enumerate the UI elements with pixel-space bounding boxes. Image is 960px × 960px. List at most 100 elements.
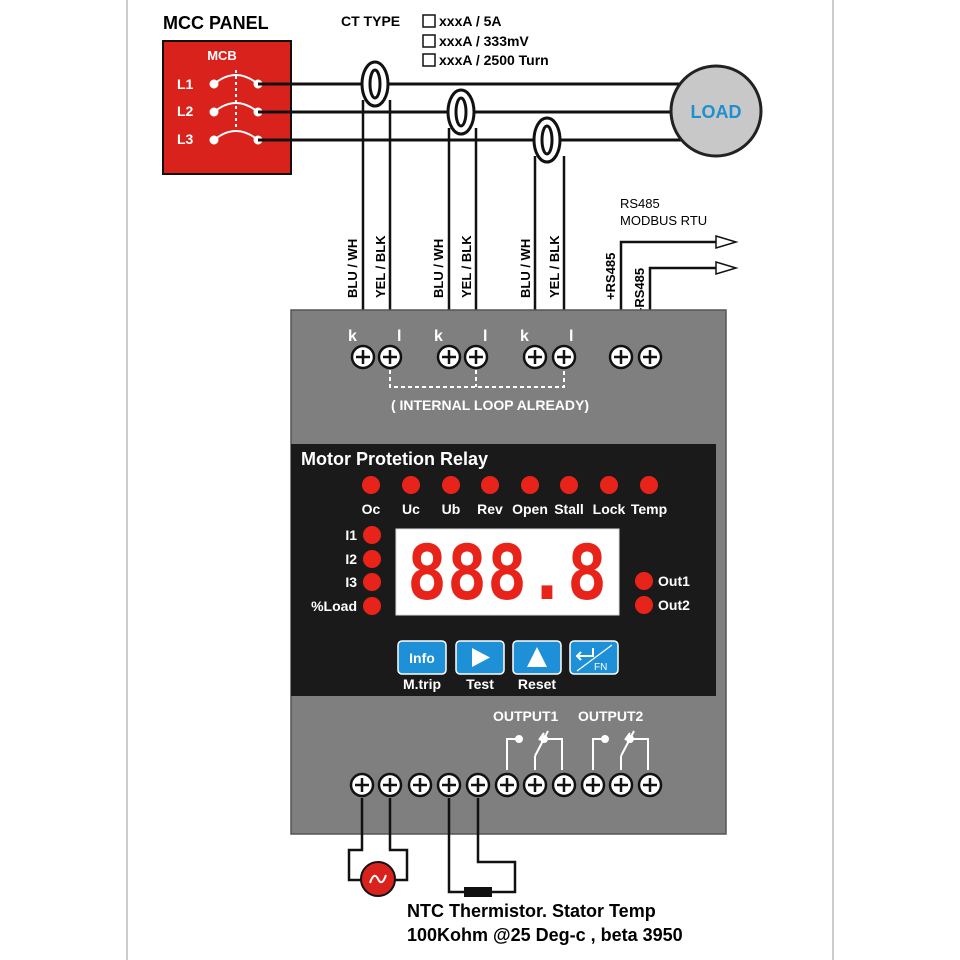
top-terminal-screw-2	[377, 344, 403, 370]
button-test[interactable]	[455, 640, 505, 675]
led-label-i1: I1	[345, 527, 357, 543]
ct1-wire-yel-label: YEL / BLK	[373, 235, 388, 298]
led-oc	[362, 476, 380, 494]
mcc-panel-title: MCC PANEL	[163, 13, 269, 33]
led-label-i3: I3	[345, 574, 357, 590]
led-label-rev: Rev	[477, 501, 503, 517]
play-icon	[472, 648, 490, 667]
output2-label: OUTPUT2	[578, 708, 644, 724]
ct-option-3: xxxA / 2500 Turn	[422, 52, 549, 68]
ct-option-1-label: xxxA / 5A	[439, 13, 502, 29]
led-uc	[402, 476, 420, 494]
rs485-plus-label: +RS485	[603, 253, 618, 300]
ct-option-3-label: xxxA / 2500 Turn	[439, 52, 549, 68]
bottom-terminal-screw-5	[465, 772, 491, 798]
sine-wave-icon	[369, 874, 387, 884]
mcb-label: MCB	[207, 48, 237, 63]
button-enter-fn[interactable]: FN	[569, 640, 619, 675]
ct-checkbox-1	[422, 14, 436, 28]
term-label-k2: k	[434, 328, 443, 345]
bottom-terminal-block	[349, 772, 663, 798]
ct-checkbox-2	[422, 34, 436, 48]
led-label-i2: I2	[345, 551, 357, 567]
led-label-uc: Uc	[402, 501, 420, 517]
led-label-lock: Lock	[593, 501, 626, 517]
ct-option-2: xxxA / 333mV	[422, 33, 529, 49]
ct-wire-labels: BLU / WH YEL / BLK BLU / WH YEL / BLK BL…	[345, 235, 562, 298]
seven-segment-display: 888.8	[395, 528, 620, 617]
led-label-ub: Ub	[442, 501, 461, 517]
ntc-thermistor-symbol	[464, 887, 492, 897]
led-label-open: Open	[512, 501, 548, 517]
led-label-out2: Out2	[658, 597, 690, 613]
button-reset-label: Reset	[518, 676, 556, 692]
ct2-wire-blu-label: BLU / WH	[431, 239, 446, 298]
top-terminal-screw-6	[551, 344, 577, 370]
button-reset[interactable]	[512, 640, 562, 675]
led-ub	[442, 476, 460, 494]
ct3-wire-yel-label: YEL / BLK	[547, 235, 562, 298]
top-terminal-screw-4	[463, 344, 489, 370]
load-label: LOAD	[691, 102, 742, 122]
bottom-terminal-screw-7	[522, 772, 548, 798]
led-out2	[635, 596, 653, 614]
bottom-terminal-screw-4	[436, 772, 462, 798]
ct-checkbox-3	[422, 53, 436, 67]
ct-option-1: xxxA / 5A	[422, 13, 502, 29]
ntc-description-line1: NTC Thermistor. Stator Temp	[407, 901, 656, 921]
ct3-wire-blu-label: BLU / WH	[518, 239, 533, 298]
term-label-l3: l	[569, 328, 573, 345]
top-terminal-screw-3	[436, 344, 462, 370]
led-i3	[363, 573, 381, 591]
led-pct-load	[363, 597, 381, 615]
line-label-l1: L1	[177, 76, 194, 92]
top-terminal-screw-1	[350, 344, 376, 370]
breaker-symbols	[209, 70, 263, 145]
led-out1	[635, 572, 653, 590]
bottom-terminal-screw-1	[349, 772, 375, 798]
led-label-out1: Out1	[658, 573, 690, 589]
ntc-wires	[447, 798, 517, 894]
led-label-stall: Stall	[554, 501, 584, 517]
current-transformers	[360, 60, 562, 164]
bottom-terminal-screw-2	[377, 772, 403, 798]
ntc-description-line2: 100Kohm @25 Deg-c , beta 3950	[407, 925, 683, 945]
top-terminal-screw-7	[608, 344, 634, 370]
triangle-up-icon	[527, 647, 547, 667]
rs485-arrows	[715, 234, 739, 276]
button-info[interactable]: Info	[397, 640, 447, 675]
term-label-l2: l	[483, 328, 487, 345]
led-i1	[363, 526, 381, 544]
bottom-terminal-screw-3	[407, 772, 433, 798]
led-temp	[640, 476, 658, 494]
led-i2	[363, 550, 381, 568]
load-motor: LOAD	[669, 64, 763, 158]
led-open	[521, 476, 539, 494]
led-label-pct-load: %Load	[311, 598, 357, 614]
mcc-panel-box: MCB L1 L2 L3	[162, 40, 292, 175]
ct2-wire-yel-label: YEL / BLK	[459, 235, 474, 298]
led-label-oc: Oc	[362, 501, 381, 517]
panel-title: Motor Protetion Relay	[301, 449, 488, 469]
rs485-title: RS485	[620, 196, 660, 211]
bottom-terminal-screw-9	[580, 772, 606, 798]
top-terminal-labels: k l k l k l	[348, 328, 573, 345]
ct-type-title: CT TYPE	[341, 13, 400, 29]
display-readout: 888.8	[407, 528, 607, 617]
rs485-minus-arrow-icon	[715, 260, 739, 276]
line-label-l3: L3	[177, 131, 194, 147]
sensor-loop-wires	[347, 798, 409, 882]
bottom-terminal-screw-6	[494, 772, 520, 798]
internal-loop-dashes	[389, 370, 565, 388]
term-label-l1: l	[397, 328, 401, 345]
led-stall	[560, 476, 578, 494]
rs485-plus-arrow-icon	[715, 234, 739, 250]
rs485-minus-label: -RS485	[632, 268, 647, 312]
ct-option-2-label: xxxA / 333mV	[439, 33, 529, 49]
led-lock	[600, 476, 618, 494]
ct1-wire-blu-label: BLU / WH	[345, 239, 360, 298]
top-terminal-screw-8	[637, 344, 663, 370]
fn-label: FN	[594, 662, 607, 673]
